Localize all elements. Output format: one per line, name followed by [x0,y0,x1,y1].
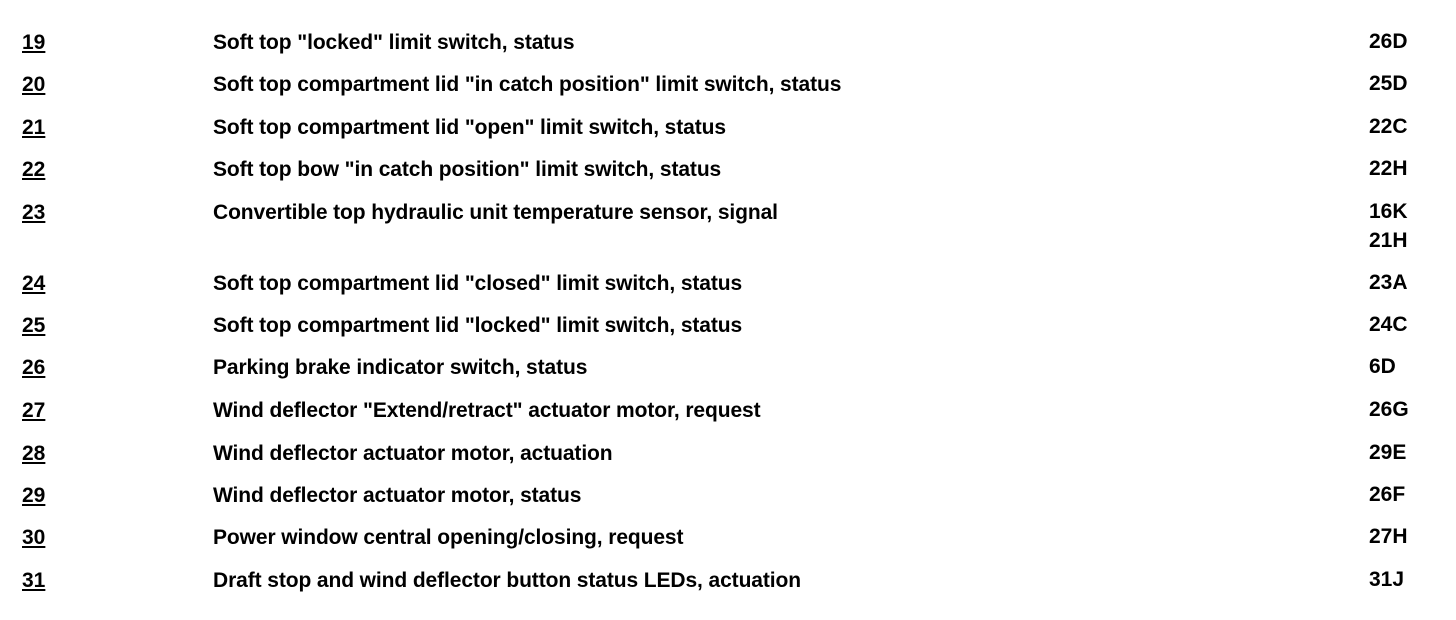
legend-row: 26 Parking brake indicator switch, status… [0,353,1456,383]
legend-row: 30 Power window central opening/closing, … [0,523,1456,553]
legend-number-link[interactable]: 23 [22,201,46,224]
legend-description: Wind deflector actuator motor, status [213,484,582,507]
legend-description: Soft top compartment lid "open" limit sw… [213,116,726,139]
legend-row: 23 Convertible top hydraulic unit tempera… [0,198,1456,252]
legend-grid-reference: 29E [1369,441,1407,464]
legend-number-link[interactable]: 31 [22,569,46,592]
legend-description: Wind deflector actuator motor, actuation [213,442,613,465]
legend-grid-reference: 16K [1369,200,1408,223]
legend-row: 27 Wind deflector "Extend/retract" actuat… [0,396,1456,426]
legend-number-link[interactable]: 25 [22,314,46,337]
legend-number-link[interactable]: 29 [22,484,46,507]
legend-number-link[interactable]: 24 [22,272,46,295]
legend-grid-reference: 23A [1369,271,1408,294]
legend-row: 24 Soft top compartment lid "closed" limi… [0,269,1456,299]
legend-row: 19 Soft top "locked" limit switch, status… [0,28,1456,58]
legend-row: 25 Soft top compartment lid "locked" limi… [0,311,1456,341]
legend-number-link[interactable]: 21 [22,116,46,139]
legend-description: Soft top compartment lid "closed" limit … [213,272,743,295]
legend-grid-reference: 26F [1369,483,1406,506]
legend-grid-reference: 24C [1369,313,1408,336]
legend-description: Draft stop and wind deflector button sta… [213,569,801,592]
legend-number-link[interactable]: 26 [22,356,46,379]
legend-grid-reference: 26G [1369,398,1409,421]
legend-grid-reference: 31J [1369,568,1405,591]
legend-row: 22 Soft top bow "in catch position" limit… [0,155,1456,185]
legend-number-link[interactable]: 30 [22,526,46,549]
legend-number-link[interactable]: 20 [22,73,46,96]
legend-description: Parking brake indicator switch, status [213,356,588,379]
legend-grid-reference: 22H [1369,157,1408,180]
legend-grid-reference: 26D [1369,30,1408,53]
legend-grid-reference: 27H [1369,525,1408,548]
legend-row: 29 Wind deflector actuator motor, status 2… [0,481,1456,511]
legend-grid-reference: 6D [1369,355,1396,378]
legend-number-link[interactable]: 27 [22,399,46,422]
legend-number-link[interactable]: 28 [22,442,46,465]
legend-grid-reference: 25D [1369,72,1408,95]
legend-row: 20 Soft top compartment lid "in catch pos… [0,70,1456,100]
legend-description: Power window central opening/closing, re… [213,526,684,549]
legend-description: Convertible top hydraulic unit temperatu… [213,201,778,224]
legend-description: Soft top "locked" limit switch, status [213,31,575,54]
legend-description: Soft top compartment lid "locked" limit … [213,314,743,337]
legend-row: 31 Draft stop and wind deflector button s… [0,566,1456,596]
legend-row: 28 Wind deflector actuator motor, actuati… [0,439,1456,469]
legend-grid-reference: 22C [1369,115,1408,138]
legend-number-link[interactable]: 19 [22,31,46,54]
legend-row: 21 Soft top compartment lid "open" limit … [0,113,1456,143]
legend-grid-reference: 21H [1369,229,1408,252]
legend-description: Wind deflector "Extend/retract" actuator… [213,399,761,422]
legend-description: Soft top compartment lid "in catch posit… [213,73,842,96]
legend-number-link[interactable]: 22 [22,158,46,181]
legend-description: Soft top bow "in catch position" limit s… [213,158,722,181]
